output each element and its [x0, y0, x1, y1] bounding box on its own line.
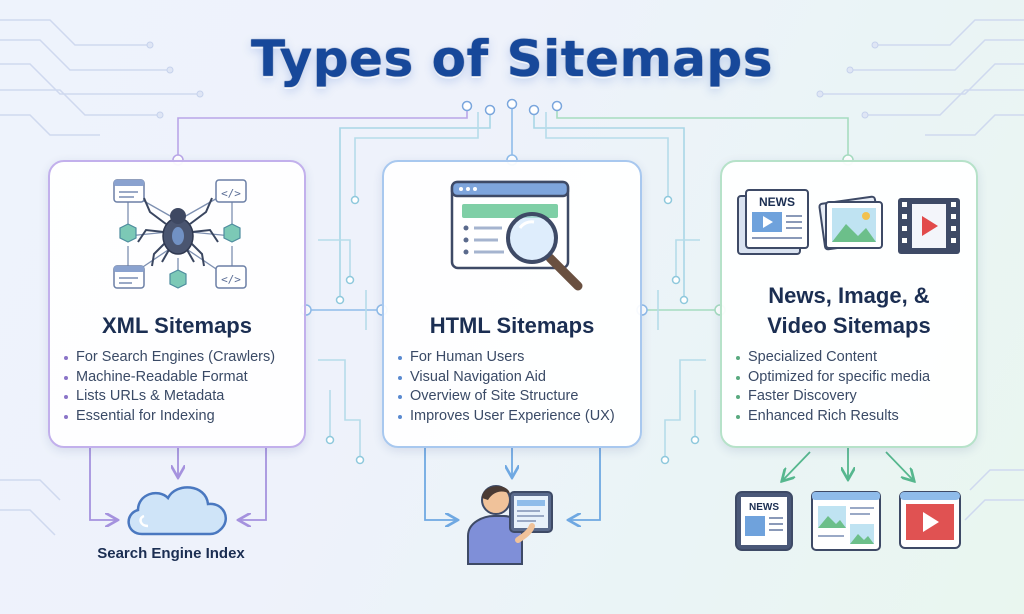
- bullet-list-html: For Human Users Visual Navigation Aid Ov…: [398, 348, 615, 426]
- card-title-media-line2: Video Sitemaps: [767, 313, 931, 338]
- person-tablet-icon: [467, 485, 553, 565]
- card-title-xml: XML Sitemaps: [102, 313, 252, 338]
- bullet-item: Enhanced Rich Results: [736, 407, 930, 427]
- card-connectors: [177, 106, 849, 460]
- bullet-item: Visual Navigation Aid: [398, 368, 615, 388]
- corner-traces: [0, 19, 1024, 536]
- bullet-item: Lists URLs & Metadata: [64, 387, 275, 407]
- svg-text:</>: </>: [221, 273, 241, 286]
- news-image-video-icons: NEWS: [737, 189, 960, 255]
- page-tile-icons: </> </>: [113, 179, 247, 289]
- card-title-html: HTML Sitemaps: [429, 313, 595, 338]
- browser-magnifier-icon: [450, 180, 583, 291]
- bullet-item: Specialized Content: [736, 348, 930, 368]
- search-engine-index-label: Search Engine Index: [97, 545, 245, 562]
- bullet-item: Overview of Site Structure: [398, 387, 615, 407]
- bullet-item: Essential for Indexing: [64, 407, 275, 427]
- card-media-sitemaps: NEWS News, Image, & Video Sitemaps Speci…: [720, 160, 978, 448]
- card-title-media-line1: News, Image, &: [768, 283, 930, 308]
- image-page-icon: [811, 491, 881, 551]
- page-title: Types of Sitemaps: [250, 30, 773, 88]
- video-player-icon: [899, 491, 961, 549]
- news-label: NEWS: [759, 195, 795, 209]
- bullet-item: Optimized for specific media: [736, 368, 930, 388]
- news-tablet-icon: NEWS: [735, 491, 793, 551]
- cube-node-icons: [119, 223, 241, 289]
- svg-text:</>: </>: [221, 187, 241, 200]
- bullet-list-media: Specialized Content Optimized for specif…: [736, 348, 930, 426]
- card-xml-sitemaps: </> </> XML Sitemaps For Search Engines …: [48, 160, 306, 448]
- bullet-item: For Search Engines (Crawlers): [64, 348, 275, 368]
- film-strip-icon: [898, 198, 960, 254]
- spider-network-icon: </> </>: [113, 179, 247, 289]
- bullet-item: For Human Users: [398, 348, 615, 368]
- bullet-item: Machine-Readable Format: [64, 368, 275, 388]
- news-result-label: NEWS: [749, 502, 779, 513]
- photo-stack-icon: [818, 195, 883, 251]
- bullet-list-xml: For Search Engines (Crawlers) Machine-Re…: [64, 348, 275, 426]
- media-results-icons: NEWS: [735, 491, 961, 551]
- card-html-sitemaps: HTML Sitemaps For Human Users Visual Nav…: [382, 160, 642, 448]
- cloud-icon: [127, 486, 227, 536]
- newspaper-icon: NEWS: [737, 189, 809, 255]
- bullet-item: Faster Discovery: [736, 387, 930, 407]
- bullet-item: Improves User Experience (UX): [398, 407, 615, 427]
